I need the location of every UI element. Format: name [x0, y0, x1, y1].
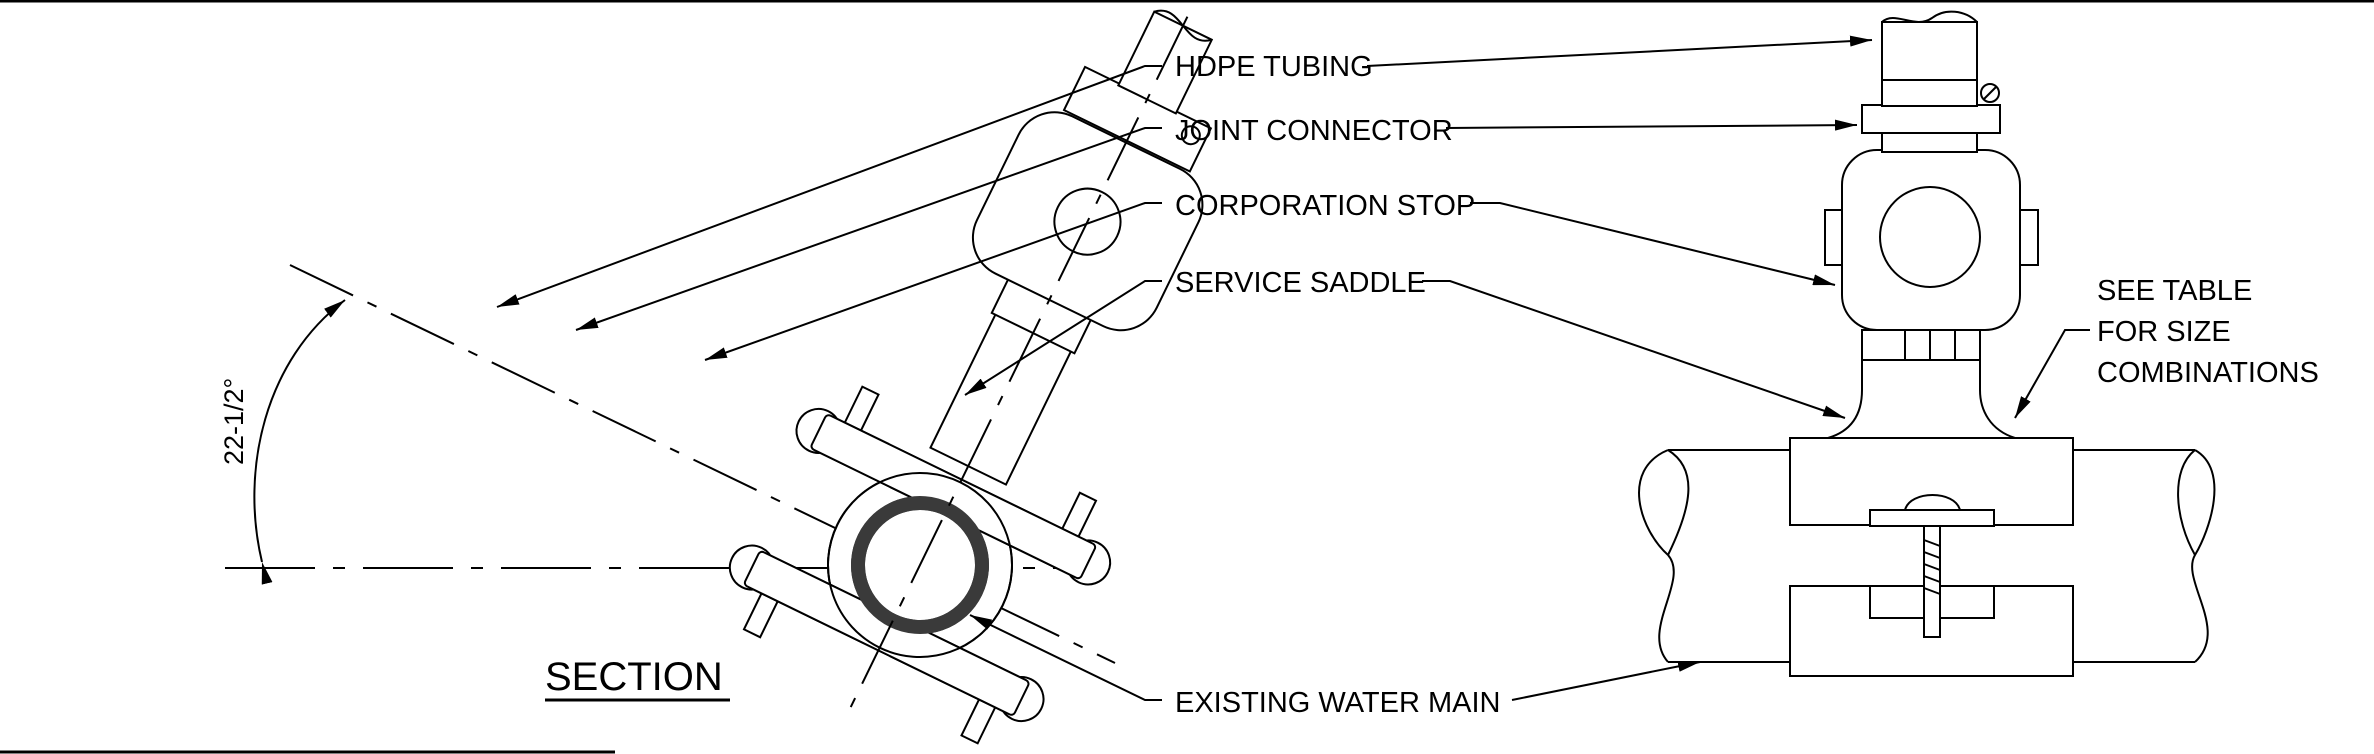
saddle-neck [1861, 329, 1981, 361]
corporation-stop-neck [1881, 131, 1978, 153]
leader-water-main-left [969, 614, 1162, 701]
saddle-bolt-3 [742, 592, 780, 639]
corporation-stop-valve [1879, 186, 1981, 288]
water-main-pipe-wall-front [851, 496, 989, 634]
joint-connector-screw [1180, 125, 1201, 146]
joint-connector-screw-slot [1983, 86, 1997, 100]
angle-dimension-text: 22-1/2° [219, 378, 249, 465]
leader-corporation-stop-left [704, 202, 1162, 361]
saddle-bolt-4 [960, 698, 997, 745]
corporation-stop-side-right [2019, 209, 2039, 266]
saddle-upper-body [1789, 357, 2074, 526]
pipe-break-right [2191, 449, 2216, 663]
leader-service-saddle-left [964, 280, 1162, 396]
saddle-upper-plate [1869, 509, 1995, 527]
leader-service-saddle-right [1422, 280, 1846, 419]
corporation-stop-side-left [1824, 209, 1844, 266]
note-see-table-line1: SEE TABLE [2097, 275, 2252, 307]
label-joint-connector: JOINT CONNECTOR [1175, 115, 1453, 147]
hdpe-tubing [1881, 21, 1978, 81]
note-see-table-line3: COMBINATIONS [2097, 357, 2319, 389]
pipe-break-left [1638, 449, 1675, 663]
tubing-break [1881, 10, 1978, 23]
label-corporation-stop: CORPORATION STOP [1175, 190, 1475, 222]
joint-connector-nut [1881, 79, 1978, 107]
leader-hdpe-tubing-left [496, 65, 1162, 308]
label-service-saddle: SERVICE SADDLE [1175, 267, 1426, 299]
label-hdpe-tubing: HDPE TUBING [1175, 51, 1373, 83]
saddle-nut-dome [1904, 494, 1961, 511]
pipe-break-left-inner [1667, 449, 1690, 556]
saddle-bolt-2 [1060, 491, 1098, 538]
joint-connector [1861, 104, 2001, 134]
label-existing-water-main: EXISTING WATER MAIN [1175, 687, 1500, 719]
leader-water-main-right [1511, 660, 1701, 701]
pipe-break-right-inner [2177, 449, 2196, 556]
callouts: HDPE TUBING JOINT CONNECTOR CORPORATION … [496, 35, 2319, 719]
section-title: SECTION [545, 655, 723, 699]
leader-see-table [2014, 329, 2090, 419]
leader-hdpe-tubing-right [1366, 35, 1873, 67]
elevation-view [1638, 10, 2216, 677]
assembly-axis [848, 16, 1189, 710]
saddle-bolt-1 [843, 385, 880, 432]
note-see-table-line2: FOR SIZE [2097, 316, 2231, 348]
leader-joint-connector-left [575, 127, 1162, 331]
angle-dimension-arc [253, 299, 346, 585]
leader-corporation-stop-right [1470, 202, 1836, 286]
leader-joint-connector-right [1445, 119, 1858, 131]
section-view: 22-1/2° [0, 9, 1214, 754]
bolt-thread [1923, 539, 1941, 595]
